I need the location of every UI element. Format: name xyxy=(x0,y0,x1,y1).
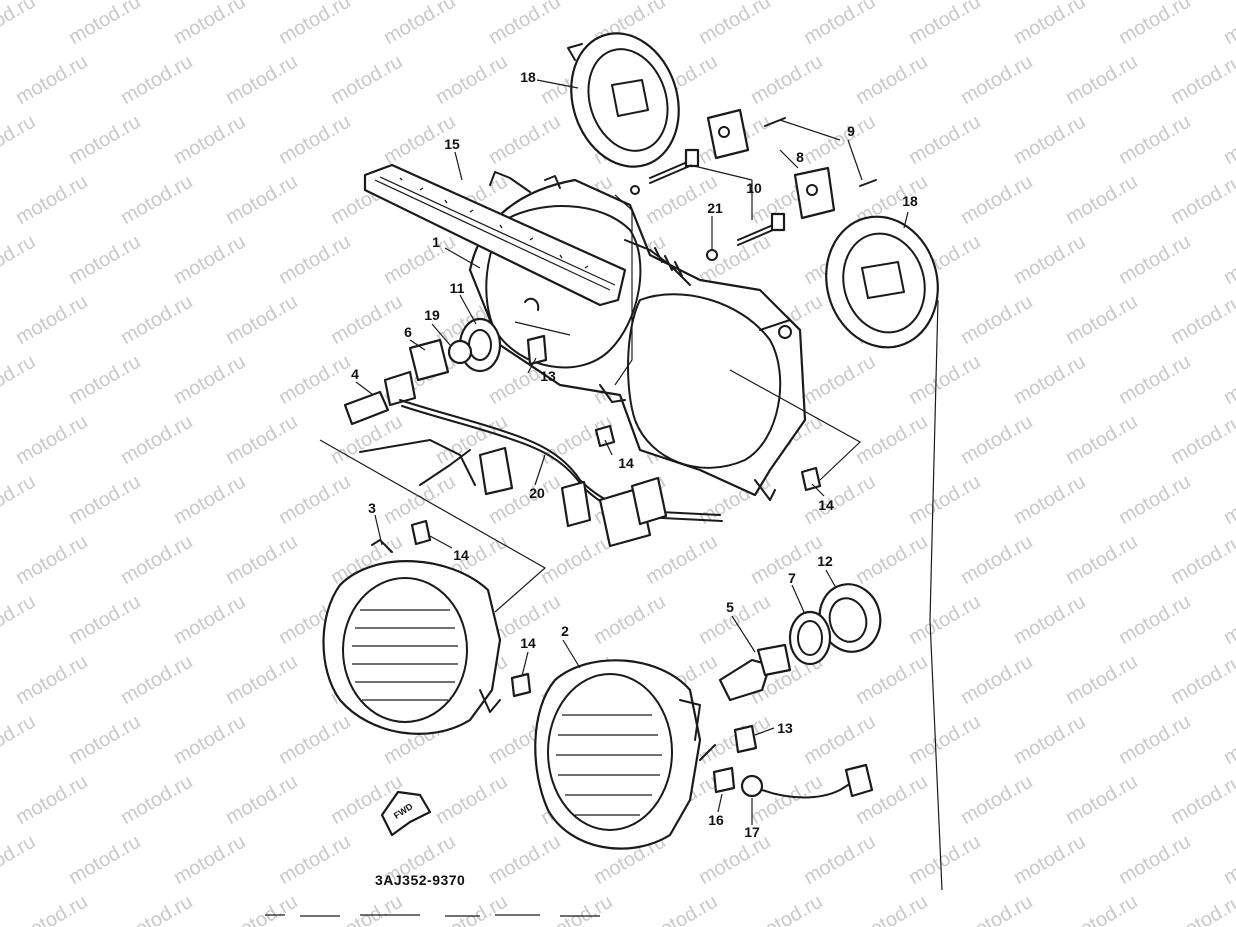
rear-cover-right xyxy=(825,215,939,349)
callout-14-right: 14 xyxy=(818,497,834,513)
callout-13-lower: 13 xyxy=(777,720,793,736)
callout-19: 19 xyxy=(424,307,440,323)
callout-leaders xyxy=(355,79,909,825)
headlight-unit-right xyxy=(534,659,702,850)
visor-strip xyxy=(363,163,627,307)
assembly-leader-lines xyxy=(319,194,943,891)
callout-14-left: 14 xyxy=(453,547,469,563)
callout-6: 6 xyxy=(404,324,412,340)
bulb-socket-parts-lower xyxy=(699,583,882,799)
callout-5: 5 xyxy=(726,599,734,615)
callout-2: 2 xyxy=(561,623,569,639)
callout-15: 15 xyxy=(444,136,460,152)
callout-10: 10 xyxy=(746,180,762,196)
wire-harness xyxy=(359,399,723,548)
callout-9: 9 xyxy=(847,123,855,139)
callout-13-upper: 13 xyxy=(540,368,556,384)
callout-21: 21 xyxy=(707,200,723,216)
callout-1: 1 xyxy=(432,234,440,250)
fasteners xyxy=(410,424,822,698)
callout-12: 12 xyxy=(817,553,833,569)
fwd-arrow-icon xyxy=(380,790,432,837)
callout-20: 20 xyxy=(529,485,545,501)
bulb-socket-parts-upper xyxy=(343,317,548,426)
catalog-code: 3AJ352-9370 xyxy=(375,872,466,888)
callout-17: 17 xyxy=(744,824,760,840)
callout-7: 7 xyxy=(788,570,796,586)
callout-11: 11 xyxy=(449,280,465,296)
callout-3: 3 xyxy=(368,500,376,516)
callout-18-right: 18 xyxy=(902,193,918,209)
callout-14-lower: 14 xyxy=(520,635,536,651)
rear-cover-upper xyxy=(567,32,680,168)
callout-8: 8 xyxy=(796,149,804,165)
headlight-housing xyxy=(468,171,807,501)
adjuster-brackets xyxy=(630,108,877,261)
callout-4: 4 xyxy=(351,366,359,382)
callout-18-upper: 18 xyxy=(520,69,536,85)
callout-14-mid: 14 xyxy=(618,455,634,471)
scan-marks xyxy=(265,914,600,917)
headlight-unit-left xyxy=(322,539,502,735)
callout-16: 16 xyxy=(708,812,724,828)
